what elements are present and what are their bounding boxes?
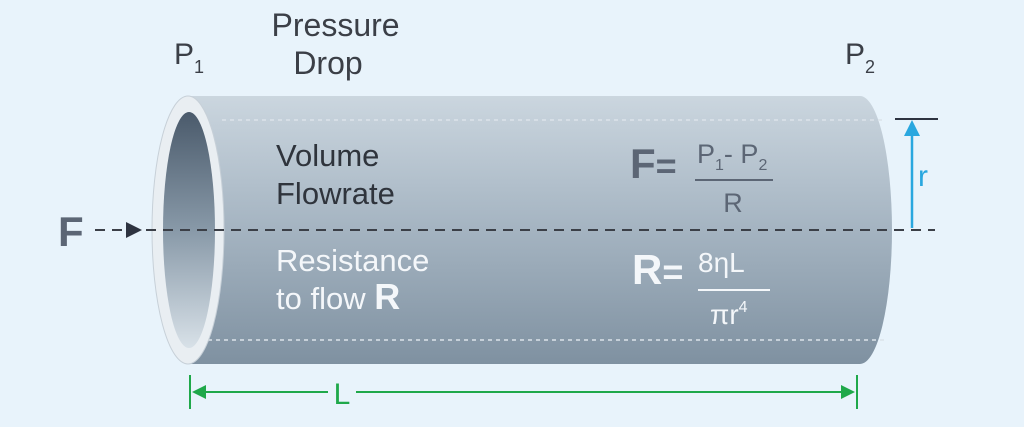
length-label: L xyxy=(334,378,351,411)
resistance-formula-numerator: 8ηL xyxy=(698,247,745,278)
flow-formula: F= P1- P2 R xyxy=(630,139,773,218)
p1-label: P1 xyxy=(174,38,204,77)
resistance-formula-lhs: R= xyxy=(632,246,683,293)
radius-arrowhead xyxy=(904,120,920,136)
length-indicator: L xyxy=(189,375,858,411)
resistance-formula-denominator: πr4 xyxy=(710,299,748,330)
pressure-drop-label: Pressure Drop xyxy=(272,7,409,81)
resistance-formula: R= 8ηL πr4 xyxy=(632,246,770,330)
length-arrow-left xyxy=(192,385,206,399)
flow-formula-denominator: R xyxy=(723,188,743,218)
flow-symbol: F xyxy=(58,208,84,255)
p2-label: P2 xyxy=(845,38,875,77)
volume-flowrate-label: Volume Flowrate xyxy=(276,138,395,211)
resistance-label: Resistance to flow R xyxy=(276,243,438,317)
length-arrow-right xyxy=(841,385,855,399)
radius-label: r xyxy=(918,160,928,193)
flow-formula-numerator: P1- P2 xyxy=(697,139,767,174)
radius-indicator: r xyxy=(895,118,938,228)
flow-formula-lhs: F= xyxy=(630,140,677,187)
flow-arrowhead xyxy=(126,222,142,238)
